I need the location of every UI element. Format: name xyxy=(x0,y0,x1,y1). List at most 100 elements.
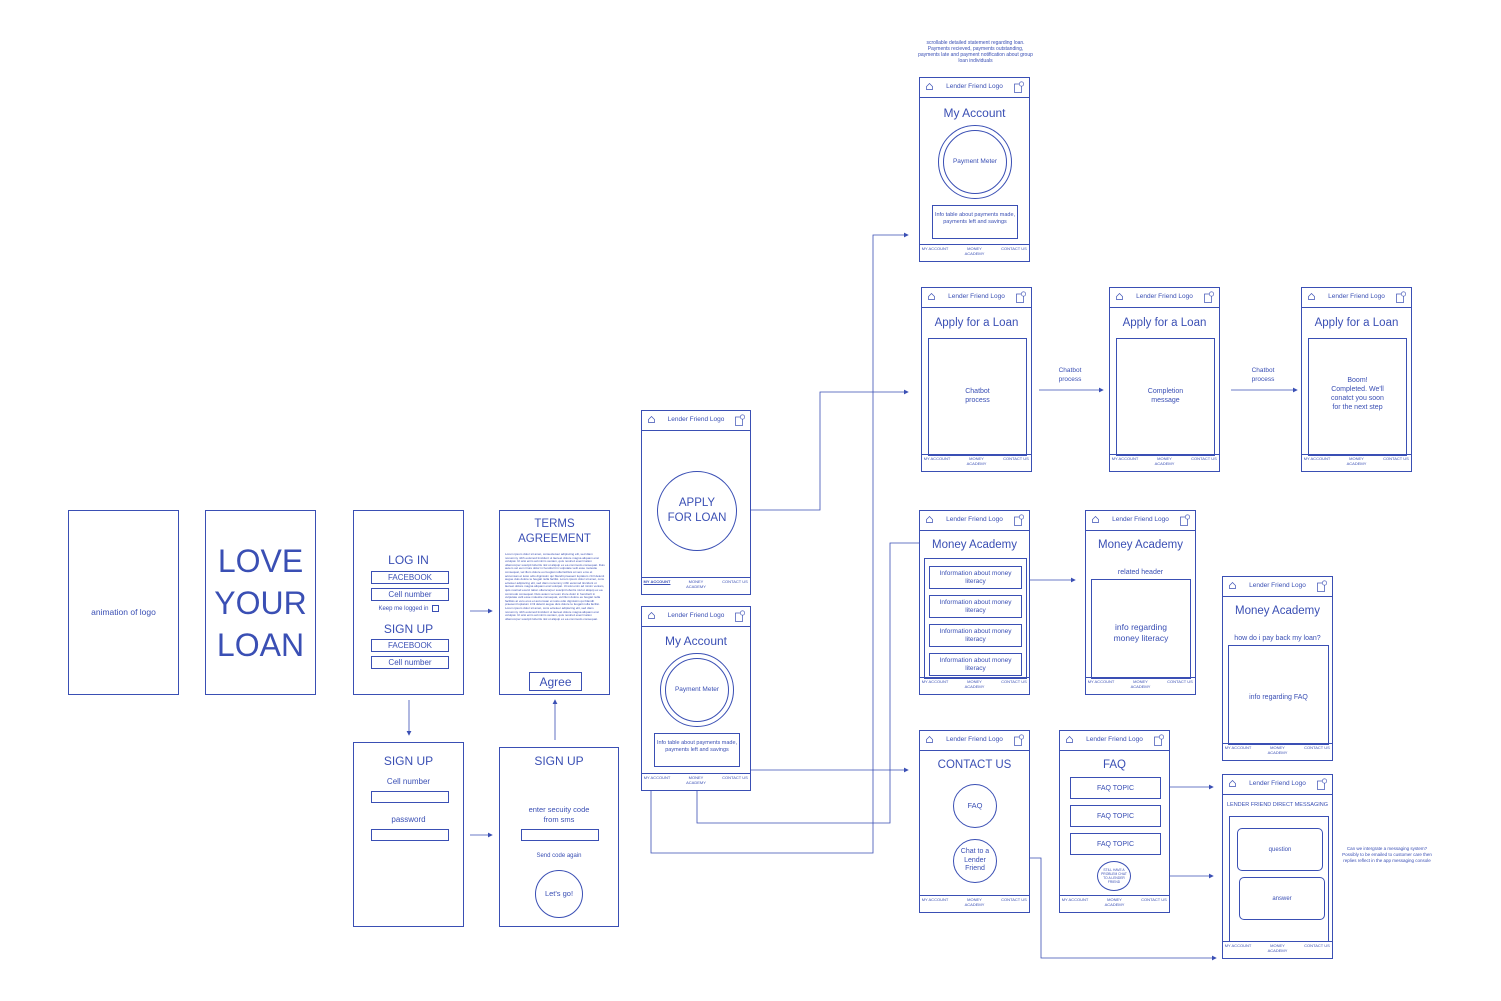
nav-money-academy[interactable]: MONEY ACADEMY xyxy=(1104,897,1125,907)
nav-my-account[interactable]: MY ACCOUNT xyxy=(1061,897,1089,902)
apply-for-loan-button[interactable]: APPLY FOR LOAN xyxy=(657,471,737,551)
nav-my-account[interactable]: MY ACCOUNT xyxy=(921,246,949,251)
notification-icon[interactable] xyxy=(1014,81,1024,93)
notification-icon[interactable] xyxy=(735,610,745,622)
faq-topic[interactable]: FAQ TOPIC xyxy=(1070,805,1161,827)
article-item[interactable]: Information about money literacy xyxy=(929,566,1022,589)
app-header: Lender Friend Logo xyxy=(1060,731,1169,751)
login-cell-field[interactable]: Cell number xyxy=(371,588,449,601)
nav-my-account[interactable]: MY ACCOUNT xyxy=(1303,456,1331,461)
nav-contact-us[interactable]: CONTACT US xyxy=(1001,897,1027,902)
security-code-field[interactable] xyxy=(521,829,599,841)
nav-money-academy[interactable]: MONEY ACADEMY xyxy=(686,579,706,589)
notification-icon[interactable] xyxy=(1396,291,1406,303)
nav-contact-us[interactable]: CONTACT US xyxy=(722,579,748,584)
home-icon[interactable] xyxy=(1229,582,1236,589)
nav-money-academy[interactable]: MONEY ACADEMY xyxy=(964,679,985,689)
logo-text: Lender Friend Logo xyxy=(1328,293,1385,300)
signup-facebook-button[interactable]: FACEBOOK xyxy=(371,639,449,652)
lets-go-button[interactable]: Let's go! xyxy=(535,870,583,918)
nav-my-account[interactable]: MY ACCOUNT xyxy=(921,679,949,684)
article-body-text: info regarding money literacy xyxy=(1113,622,1169,643)
chatbot-text: Chatbot process xyxy=(965,388,990,404)
nav-money-academy[interactable]: MONEY ACADEMY xyxy=(686,775,706,785)
nav-my-account[interactable]: MY ACCOUNT xyxy=(923,456,951,461)
payment-meter: Payment Meter xyxy=(665,658,729,722)
login-facebook-button[interactable]: FACEBOOK xyxy=(371,571,449,584)
keep-logged-in[interactable]: Keep me logged in xyxy=(354,605,463,612)
home-icon[interactable] xyxy=(926,736,933,743)
signup-cell-field[interactable]: Cell number xyxy=(371,656,449,669)
nav-contact-us[interactable]: CONTACT US xyxy=(1003,456,1029,461)
signup1-cell-field[interactable] xyxy=(371,791,449,803)
notification-icon[interactable] xyxy=(1180,514,1190,526)
nav-my-account[interactable]: MY ACCOUNT xyxy=(643,579,671,584)
home-icon[interactable] xyxy=(1308,293,1315,300)
chat-button[interactable]: Chat to a Lender Friend xyxy=(953,839,997,883)
send-code-again-link[interactable]: Send code again xyxy=(536,853,582,859)
agree-button[interactable]: Agree xyxy=(529,672,582,691)
home-icon[interactable] xyxy=(1092,516,1099,523)
signup2-prompt: enter secuity code from sms xyxy=(528,805,590,824)
nav-my-account[interactable]: MY ACCOUNT xyxy=(1087,679,1115,684)
nav-contact-us[interactable]: CONTACT US xyxy=(1383,456,1409,461)
nav-money-academy[interactable]: MONEY ACADEMY xyxy=(1154,456,1175,466)
screen-apply-home: Lender Friend Logo APPLY FOR LOAN MY ACC… xyxy=(641,410,751,595)
notification-icon[interactable] xyxy=(735,414,745,426)
notification-icon[interactable] xyxy=(1317,778,1327,790)
article-item[interactable]: Information about money literacy xyxy=(929,595,1022,618)
article-item[interactable]: Information about money literacy xyxy=(929,624,1022,647)
app-header: Lender Friend Logo xyxy=(922,288,1031,308)
notification-icon[interactable] xyxy=(1016,291,1026,303)
nav-contact-us[interactable]: CONTACT US xyxy=(1167,679,1193,684)
home-icon[interactable] xyxy=(1066,736,1073,743)
nav-contact-us[interactable]: CONTACT US xyxy=(1141,897,1167,902)
nav-contact-us[interactable]: CONTACT US xyxy=(1001,246,1027,251)
home-icon[interactable] xyxy=(928,293,935,300)
logo-text: Lender Friend Logo xyxy=(667,416,725,423)
nav-my-account[interactable]: MY ACCOUNT xyxy=(1111,456,1139,461)
home-icon[interactable] xyxy=(926,83,933,90)
faq-topic[interactable]: FAQ TOPIC xyxy=(1070,833,1161,855)
faq-answer-panel: info regarding FAQ xyxy=(1228,645,1329,745)
home-icon[interactable] xyxy=(1116,293,1123,300)
signup1-password-field[interactable] xyxy=(371,829,449,841)
home-icon[interactable] xyxy=(926,516,933,523)
faq-topic[interactable]: FAQ TOPIC xyxy=(1070,777,1161,799)
nav-money-academy[interactable]: MONEY ACADEMY xyxy=(964,897,985,907)
signup1-cell-label: Cell number xyxy=(386,777,431,786)
signup-title: SIGN UP xyxy=(383,622,434,636)
home-icon[interactable] xyxy=(648,416,655,423)
notification-icon[interactable] xyxy=(1317,580,1327,592)
nav-money-academy[interactable]: MONEY ACADEMY xyxy=(1267,943,1288,953)
notification-icon[interactable] xyxy=(1204,291,1214,303)
chatbot-panel[interactable]: Chatbot process xyxy=(928,338,1027,456)
home-icon[interactable] xyxy=(1229,780,1236,787)
faq-button[interactable]: FAQ xyxy=(953,784,997,828)
nav-contact-us[interactable]: CONTACT US xyxy=(1304,943,1330,948)
my-account-title: My Account xyxy=(664,634,728,648)
nav-contact-us[interactable]: CONTACT US xyxy=(1001,679,1027,684)
logo-text: Lender Friend Logo xyxy=(946,736,1003,743)
nav-money-academy[interactable]: MONEY ACADEMY xyxy=(1267,745,1288,755)
article-item[interactable]: Information about money literacy xyxy=(929,653,1022,676)
nav-my-account[interactable]: MY ACCOUNT xyxy=(1224,943,1252,948)
still-have-problem-button[interactable]: STILL HAVE A PROBLEM CHAT TO A LENDER FR… xyxy=(1097,861,1131,891)
nav-my-account[interactable]: MY ACCOUNT xyxy=(1224,745,1252,750)
notification-icon[interactable] xyxy=(1154,734,1164,746)
screen-signup-credentials: SIGN UP Cell number password xyxy=(353,742,464,927)
notification-icon[interactable] xyxy=(1014,734,1024,746)
nav-my-account[interactable]: MY ACCOUNT xyxy=(921,897,949,902)
nav-my-account[interactable]: MY ACCOUNT xyxy=(643,775,671,780)
notification-icon[interactable] xyxy=(1014,514,1024,526)
keep-logged-in-checkbox[interactable] xyxy=(431,605,439,612)
nav-contact-us[interactable]: CONTACT US xyxy=(722,775,748,780)
nav-contact-us[interactable]: CONTACT US xyxy=(1304,745,1330,750)
home-icon[interactable] xyxy=(648,612,655,619)
nav-money-academy[interactable]: MONEY ACADEMY xyxy=(964,246,985,256)
nav-money-academy[interactable]: MONEY ACADEMY xyxy=(1130,679,1151,689)
nav-money-academy[interactable]: MONEY ACADEMY xyxy=(966,456,987,466)
login-title: LOG IN xyxy=(388,553,429,567)
nav-money-academy[interactable]: MONEY ACADEMY xyxy=(1346,456,1367,466)
nav-contact-us[interactable]: CONTACT US xyxy=(1191,456,1217,461)
